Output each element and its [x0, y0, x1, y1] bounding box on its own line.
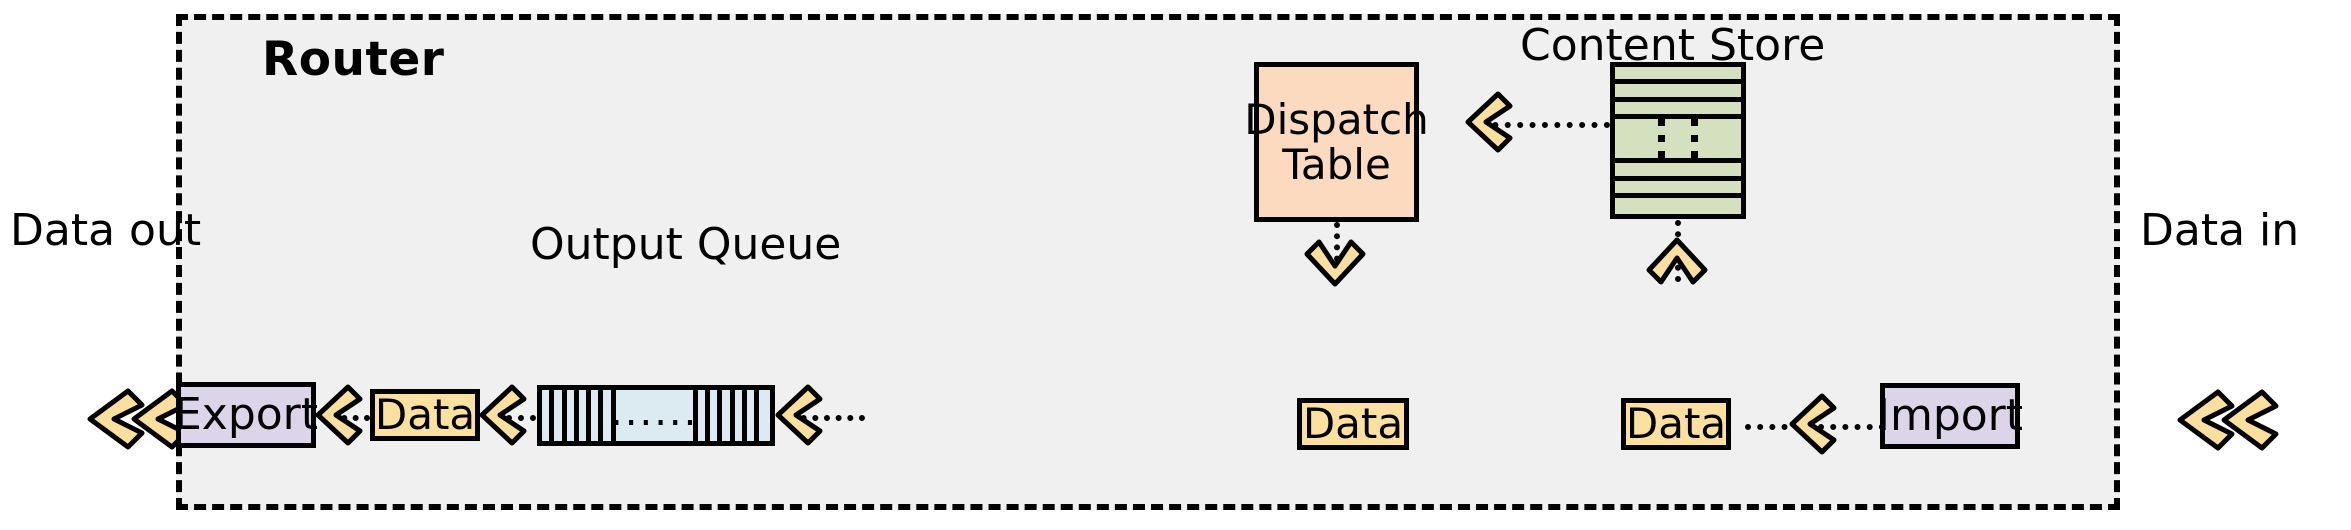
queue-cell — [722, 390, 735, 441]
queue-cell — [554, 390, 567, 441]
data-in-triple-chevron-icon — [2177, 389, 2298, 451]
data-out-label: Data out — [10, 205, 202, 256]
queue-cell — [603, 390, 616, 441]
content-store-row — [1615, 101, 1741, 120]
vertical-dots-icon — [1658, 119, 1665, 159]
dispatch-table-box[interactable]: Dispatch Table — [1244, 62, 1429, 222]
queue-cell — [542, 390, 555, 441]
arrow-data-to-store-icon — [1646, 237, 1708, 285]
content-store-row — [1615, 84, 1741, 102]
content-store-row — [1615, 197, 1741, 214]
queue-cell — [734, 390, 747, 441]
connector-data-mid-to-queue — [789, 415, 865, 421]
arrow-store-to-dispatch-icon — [1465, 91, 1513, 153]
connector-dispatch-to-data-mid — [1334, 222, 1340, 284]
content-store-row — [1615, 163, 1741, 181]
queue-ellipsis: ...... — [610, 389, 698, 441]
vertical-dots-icon — [1691, 119, 1698, 159]
connector-data-to-export — [330, 415, 370, 421]
export-box[interactable]: Export — [173, 382, 319, 448]
queue-cell — [759, 390, 771, 441]
content-store-row-ellipsis — [1615, 119, 1741, 164]
arrow-queue-to-data-icon — [479, 384, 527, 446]
dispatch-table-label-line2: Table — [1282, 140, 1391, 189]
queue-cell — [709, 390, 723, 441]
import-label: Import — [1876, 390, 2024, 442]
router-title: Router — [262, 32, 445, 87]
data-right-label: Data — [1625, 399, 1727, 449]
output-queue[interactable]: ...... — [537, 385, 775, 446]
connector-store-to-dispatch — [1480, 122, 1610, 128]
arrow-import-to-data-icon — [1789, 393, 1837, 455]
arrow-data-mid-to-queue-icon — [775, 384, 823, 446]
output-queue-label: Output Queue — [530, 219, 842, 270]
data-box-left[interactable]: Data — [370, 389, 480, 441]
queue-cell — [697, 390, 710, 441]
data-box-mid[interactable]: Data — [1297, 398, 1409, 450]
data-mid-label: Data — [1302, 399, 1404, 449]
arrow-data-to-export-icon — [315, 384, 363, 446]
import-box[interactable]: Import — [1876, 383, 2024, 449]
queue-cell — [578, 390, 592, 441]
queue-cell — [566, 390, 579, 441]
export-label: Export — [173, 389, 319, 441]
data-box-right[interactable]: Data — [1621, 398, 1731, 450]
content-store-row — [1615, 180, 1741, 198]
queue-cell — [591, 390, 604, 441]
connector-queue-to-data-left — [494, 415, 536, 421]
content-store-row — [1615, 67, 1741, 85]
data-in-label: Data in — [2140, 205, 2300, 256]
dispatch-table-label-line1: Dispatch — [1244, 94, 1429, 144]
data-left-label: Data — [374, 390, 476, 440]
queue-cell — [746, 390, 760, 441]
content-store[interactable] — [1610, 62, 1746, 219]
arrow-dispatch-to-data-icon — [1304, 239, 1366, 287]
